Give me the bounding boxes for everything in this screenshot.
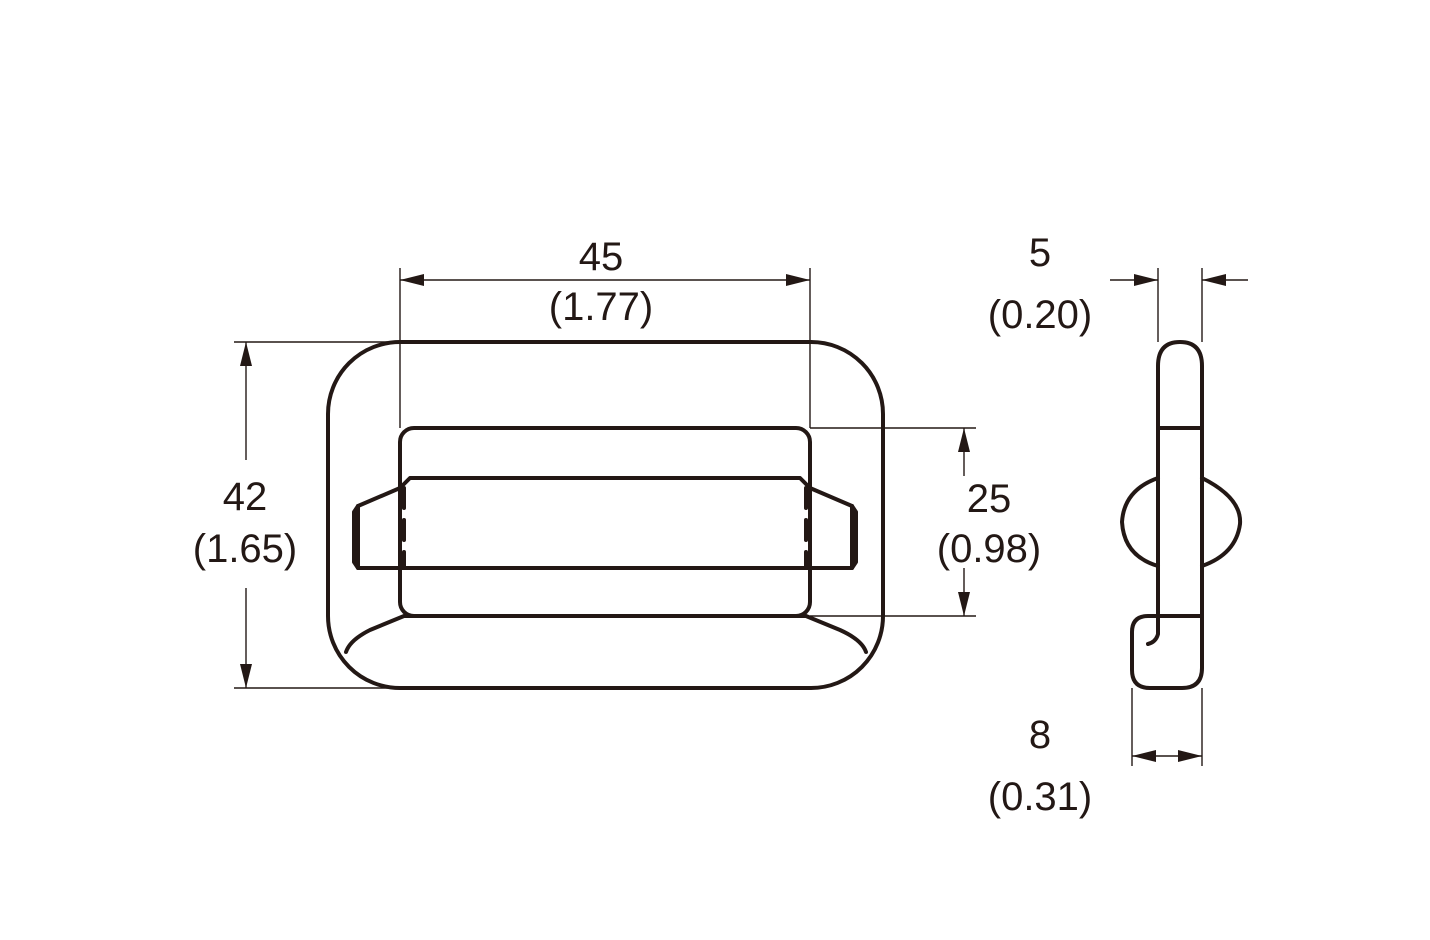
thickness-bottom-inch-label: (0.31) [988, 775, 1093, 819]
thickness-bottom-dimension [1131, 688, 1203, 766]
width-mm-label: 45 [579, 235, 624, 279]
side-body [1130, 340, 1204, 690]
upper-slot [398, 426, 812, 618]
height-inch-label: (1.65) [193, 527, 298, 571]
height-mm-label: 42 [223, 475, 268, 519]
thickness-top-inch-label: (0.20) [988, 293, 1093, 337]
slot-inch-label: (0.98) [937, 527, 1042, 571]
side-hook [1146, 614, 1160, 646]
thickness-top-mm-label: 5 [1029, 231, 1051, 275]
height-dimension [234, 341, 400, 689]
thickness-bottom-mm-label: 8 [1029, 713, 1051, 757]
side-lug-left [1120, 476, 1160, 568]
outer-frame [326, 340, 885, 690]
bottom-bevel [344, 614, 868, 654]
side-view [1120, 340, 1243, 690]
slot-dimension [810, 427, 976, 617]
center-bar [352, 476, 858, 570]
thickness-top-dimension [1110, 268, 1248, 342]
side-lug-right [1200, 476, 1243, 568]
width-inch-label: (1.77) [549, 285, 654, 329]
front-view [326, 340, 885, 690]
slot-mm-label: 25 [967, 477, 1012, 521]
width-dimension [399, 268, 811, 428]
